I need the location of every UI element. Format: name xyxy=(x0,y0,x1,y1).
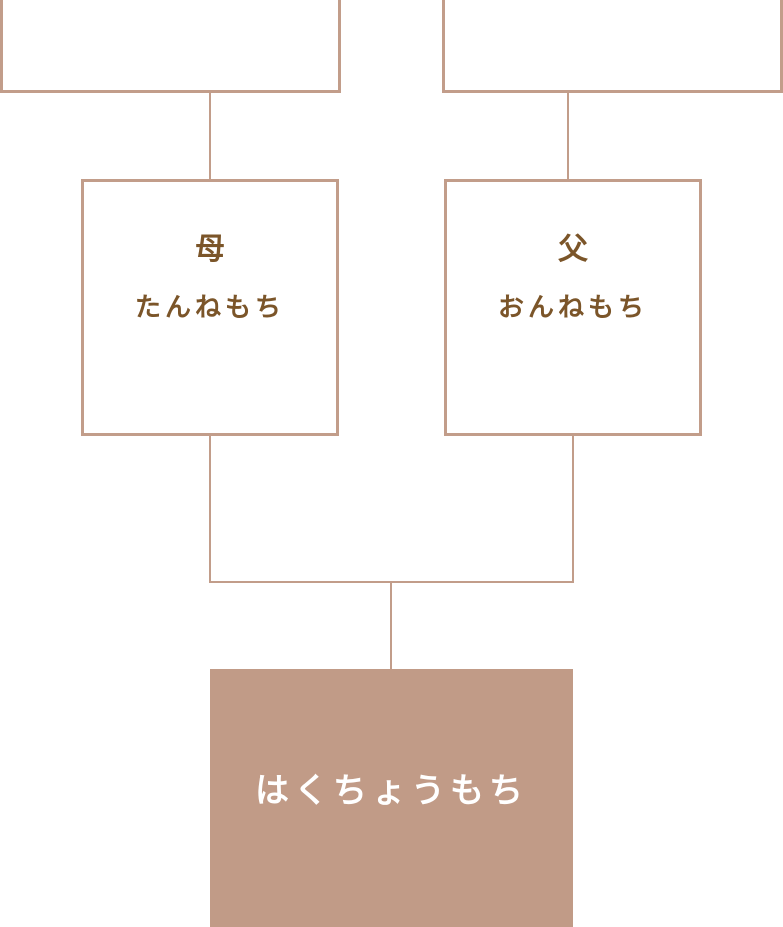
connector-line xyxy=(209,92,211,181)
mother-name: たんねもち xyxy=(134,293,285,323)
connector-line xyxy=(209,435,211,583)
paternal-grandparent-box xyxy=(442,0,783,93)
father-box: 父 おんねもち xyxy=(444,179,702,436)
father-name: おんねもち xyxy=(497,293,648,323)
connector-line xyxy=(567,92,569,181)
connector-line xyxy=(390,581,392,670)
mother-role-label: 母 xyxy=(195,232,225,267)
mother-box: 母 たんねもち xyxy=(81,179,339,436)
maternal-grandparent-box xyxy=(0,0,341,93)
child-name: はくちょうもち xyxy=(255,771,528,811)
father-role-label: 父 xyxy=(558,232,588,267)
child-box: はくちょうもち xyxy=(210,669,573,927)
connector-line xyxy=(572,435,574,583)
